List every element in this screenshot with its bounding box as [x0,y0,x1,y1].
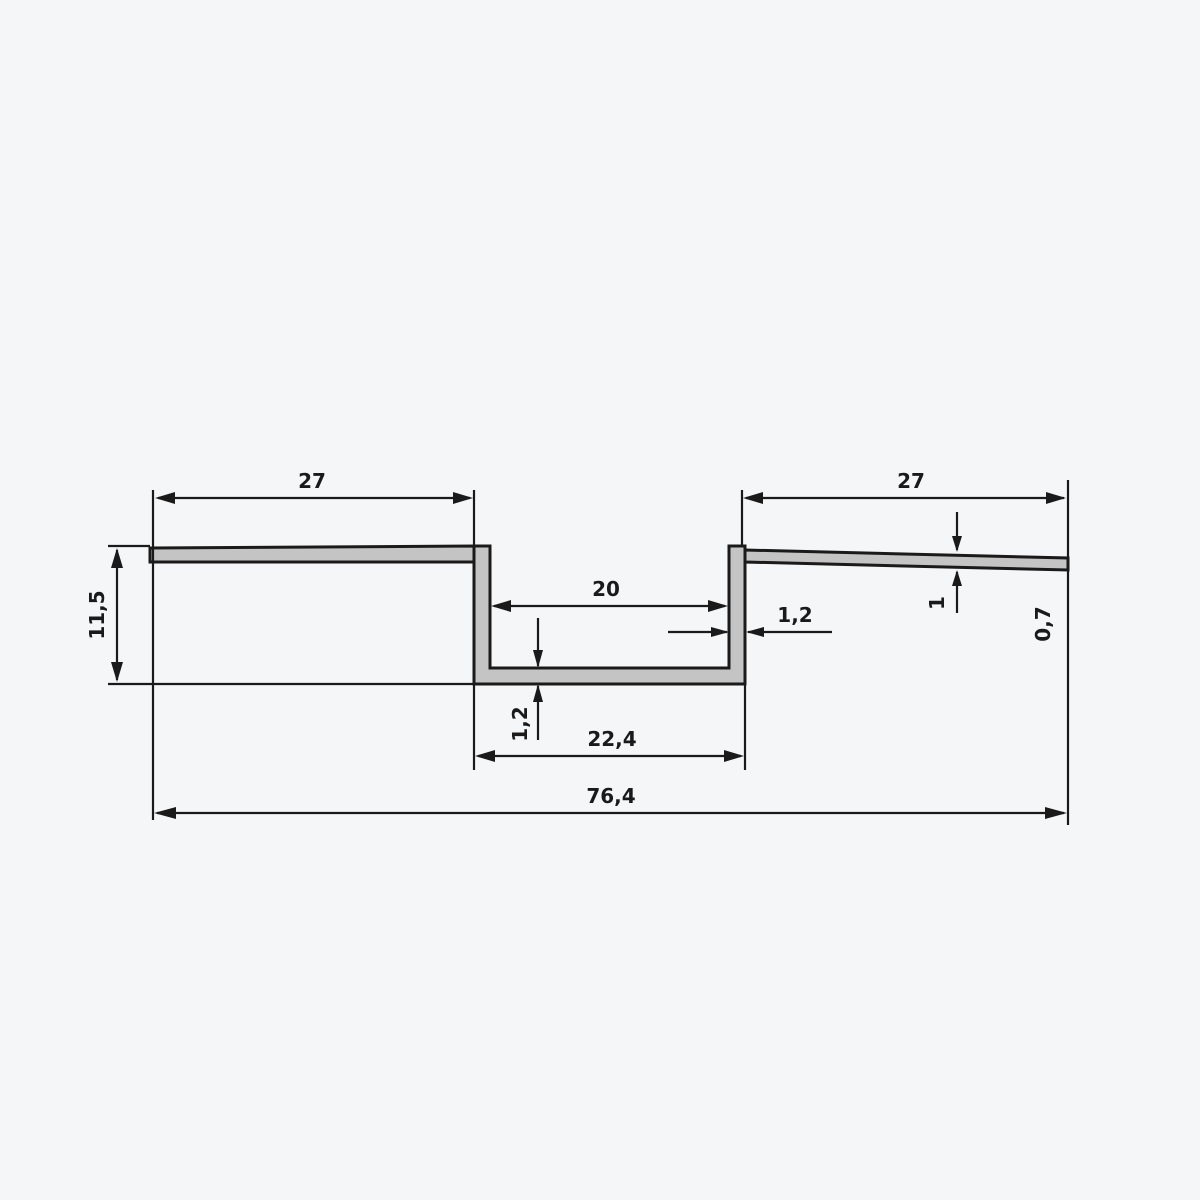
dimension-wall-thickness: 1,2 [668,603,832,637]
label-flange-offset: 1 [925,596,949,610]
label-channel-outer-width: 22,4 [587,727,636,751]
label-overall-height: 11,5 [85,590,109,639]
dimension-base-thickness: 1,2 [508,618,543,742]
label-left-flange-width: 27 [298,469,326,493]
dimension-channel-inner: 20 [491,577,728,612]
dimension-overall-width: 76,4 [154,784,1067,819]
label-overall-width: 76,4 [586,784,635,808]
dimension-overall-height: 11,5 [85,548,123,682]
profile-channel [472,544,747,686]
label-channel-inner-width: 20 [592,577,620,601]
profile-right-flange [743,548,1070,572]
profile-cross-section [148,544,476,564]
dimension-right-flange: 27 [743,469,1066,504]
extension-lines [108,480,1070,825]
dimension-channel-outer: 22,4 [475,727,744,762]
label-wall-thickness: 1,2 [777,603,812,627]
dimension-flange-offset: 1 [925,512,962,613]
label-flange-thickness: 0,7 [1031,606,1055,641]
dimension-left-flange: 27 [155,469,473,504]
label-right-flange-width: 27 [897,469,925,493]
label-base-thickness: 1,2 [508,706,532,741]
